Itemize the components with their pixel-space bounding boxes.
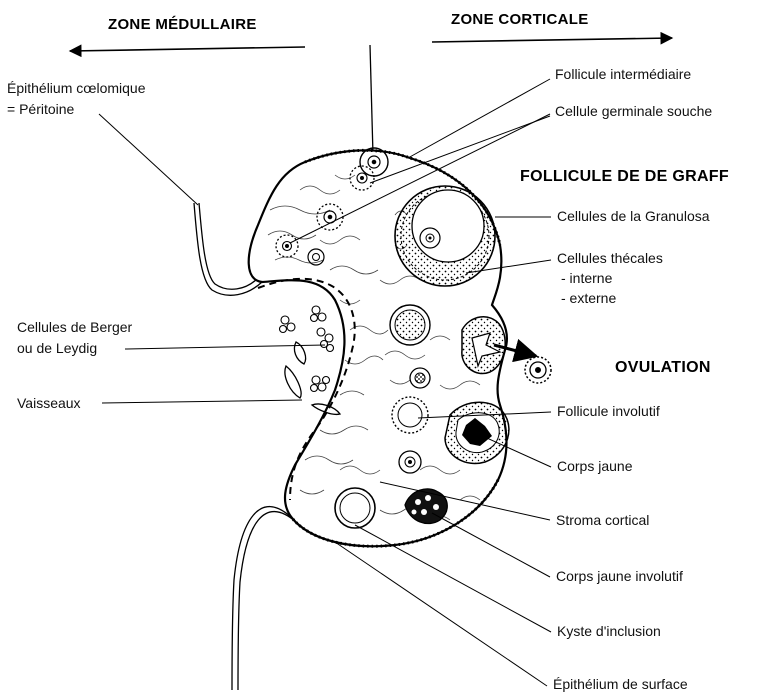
label-cellules-thecales: Cellules thécales bbox=[557, 250, 663, 267]
label-epithelium-surface: Épithélium de surface bbox=[553, 676, 688, 693]
label-corps-jaune: Corps jaune bbox=[557, 458, 633, 475]
label-vaisseaux: Vaisseaux bbox=[17, 395, 81, 412]
label-cellules-berger: Cellules de Berger bbox=[17, 319, 132, 336]
label-peritoine: = Péritoine bbox=[7, 101, 74, 118]
label-corps-jaune-involutif: Corps jaune involutif bbox=[556, 568, 683, 585]
label-cellules-granulosa: Cellules de la Granulosa bbox=[557, 208, 710, 225]
heading-ovulation: OVULATION bbox=[615, 359, 711, 377]
label-ou-de-leydig: ou de Leydig bbox=[17, 340, 97, 357]
released-ovum bbox=[525, 357, 551, 383]
heading-zone-corticale: ZONE CORTICALE bbox=[451, 11, 589, 28]
cortical-arrow bbox=[432, 38, 672, 42]
label-kyste-inclusion: Kyste d'inclusion bbox=[557, 623, 661, 640]
heading-zone-medullaire: ZONE MÉDULLAIRE bbox=[108, 16, 257, 33]
label-cellule-germinale: Cellule germinale souche bbox=[555, 103, 712, 120]
label-epithelium-coelomique: Épithélium cœlomique bbox=[7, 80, 146, 97]
label-thecales-interne: - interne bbox=[561, 270, 612, 287]
label-thecales-externe: - externe bbox=[561, 290, 616, 307]
medullary-arrow bbox=[70, 47, 305, 51]
label-follicule-involutif: Follicule involutif bbox=[557, 403, 660, 420]
follicle-secondary-1 bbox=[390, 305, 430, 345]
berger-cells bbox=[280, 306, 334, 392]
heading-follicule-de-graff: FOLLICULE DE DE GRAFF bbox=[520, 168, 729, 186]
label-follicule-intermediaire: Follicule intermédiaire bbox=[555, 66, 691, 83]
label-stroma-cortical: Stroma cortical bbox=[556, 512, 649, 529]
